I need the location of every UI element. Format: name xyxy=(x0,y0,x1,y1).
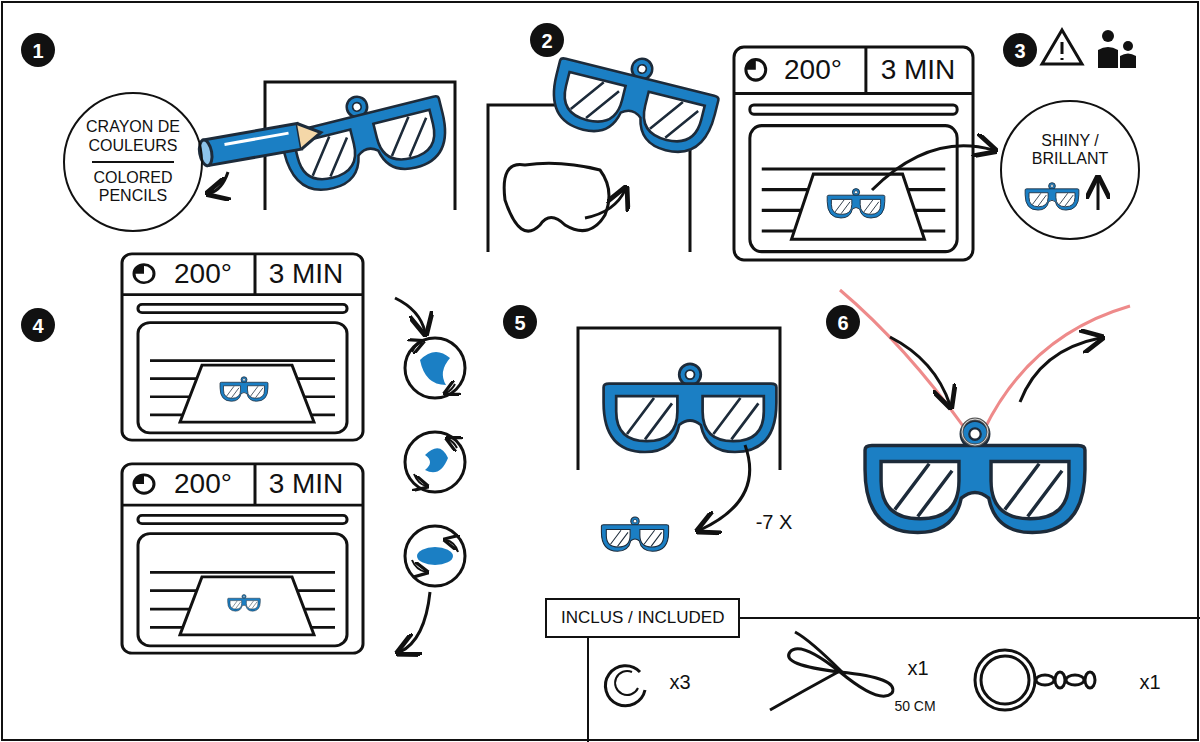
node-text: COLORED PENCILS xyxy=(92,161,174,206)
node-heading: SHINY / BRILLANT xyxy=(1022,132,1118,169)
result-circle: SHINY / BRILLANT xyxy=(1000,100,1140,240)
time: 3 MIN xyxy=(881,56,956,84)
material-circle: CRAYON DE COULEURS COLORED PENCILS xyxy=(63,92,203,232)
included-box: INCLUS / INCLUDED xyxy=(545,598,740,638)
quantity: x1 xyxy=(1139,672,1160,692)
quantity: x3 xyxy=(669,672,690,692)
step-number: 6 xyxy=(837,313,848,333)
step-number: 3 xyxy=(1014,41,1025,61)
step-number: 1 xyxy=(32,41,43,61)
quantity: x1 xyxy=(907,658,928,678)
step-number: 4 xyxy=(32,316,43,336)
shrink-factor: -7 X xyxy=(756,512,793,532)
step-number: 2 xyxy=(541,31,552,51)
node-heading: INCLUS / INCLUDED xyxy=(561,608,724,628)
time: 3 MIN xyxy=(269,260,344,288)
temperature: 200° xyxy=(174,260,232,288)
length: 50 CM xyxy=(894,699,935,713)
temperature: 200° xyxy=(784,56,842,84)
time: 3 MIN xyxy=(269,470,344,498)
step-number: 5 xyxy=(514,313,525,333)
temperature: 200° xyxy=(174,470,232,498)
node-heading: CRAYON DE COULEURS xyxy=(85,118,181,155)
